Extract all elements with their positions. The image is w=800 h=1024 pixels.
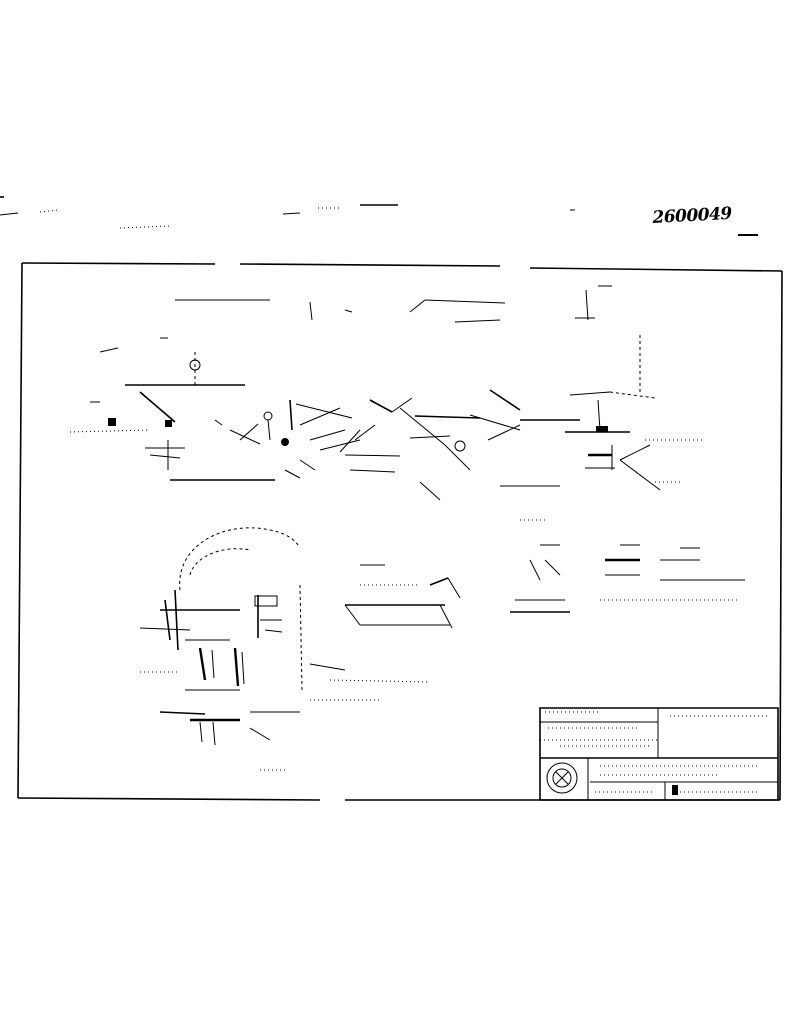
center-bracket-view <box>345 565 460 628</box>
upper-linkage-assembly <box>70 286 705 500</box>
document-number-dash <box>738 234 758 236</box>
arc-guide-view <box>140 528 430 770</box>
top-margin-marks <box>0 197 575 228</box>
right-detail-views <box>510 520 745 612</box>
drawing-border <box>18 263 782 800</box>
title-block <box>540 708 778 800</box>
document-number: 2600049 <box>652 203 733 228</box>
